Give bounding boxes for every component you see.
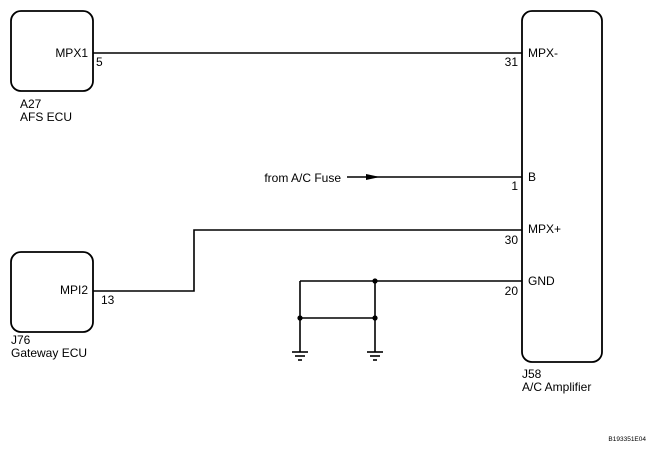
- figure-id: B193351E04: [608, 436, 646, 443]
- ground-icon: [367, 351, 383, 361]
- afs-ecu-pin-number: 5: [96, 55, 103, 69]
- ac-amp-pin-mpx-plus-name: MPX+: [528, 222, 561, 236]
- junction-dot: [297, 315, 303, 321]
- ac-amplifier-name: A/C Amplifier: [522, 380, 591, 394]
- wire-mpi2-to-mpx-plus: [93, 229, 522, 292]
- ac-amp-pin-b-name: B: [528, 170, 536, 184]
- ac-amp-pin-gnd-name: GND: [528, 274, 555, 288]
- ac-amp-pin-b-number: 1: [511, 179, 518, 193]
- ac-amp-pin-mpx-minus-number: 31: [505, 55, 519, 69]
- ac-amp-pin-gnd-number: 20: [505, 284, 519, 298]
- ac-amplifier-code: J58: [522, 367, 542, 381]
- gateway-ecu-code: J76: [11, 333, 31, 347]
- gateway-ecu-name: Gateway ECU: [11, 346, 87, 360]
- junction-dot: [372, 278, 378, 284]
- arrow-icon: [366, 174, 380, 180]
- afs-ecu-box: [10, 10, 94, 92]
- afs-ecu-code: A27: [20, 97, 42, 111]
- ac-amp-pin-mpx-plus-number: 30: [505, 233, 519, 247]
- gateway-ecu-pin-name: MPI2: [60, 283, 88, 297]
- afs-ecu-name: AFS ECU: [20, 110, 72, 124]
- ac-amplifier-box: [521, 10, 603, 363]
- ac-amp-pin-mpx-minus-name: MPX-: [528, 46, 558, 60]
- gateway-ecu-box: [10, 251, 94, 333]
- fuse-source-label: from A/C Fuse: [264, 171, 341, 185]
- afs-ecu-pin-name: MPX1: [55, 46, 88, 60]
- ground-icon: [292, 351, 308, 361]
- junction-dot: [372, 315, 378, 321]
- gateway-ecu-pin-number: 13: [101, 293, 115, 307]
